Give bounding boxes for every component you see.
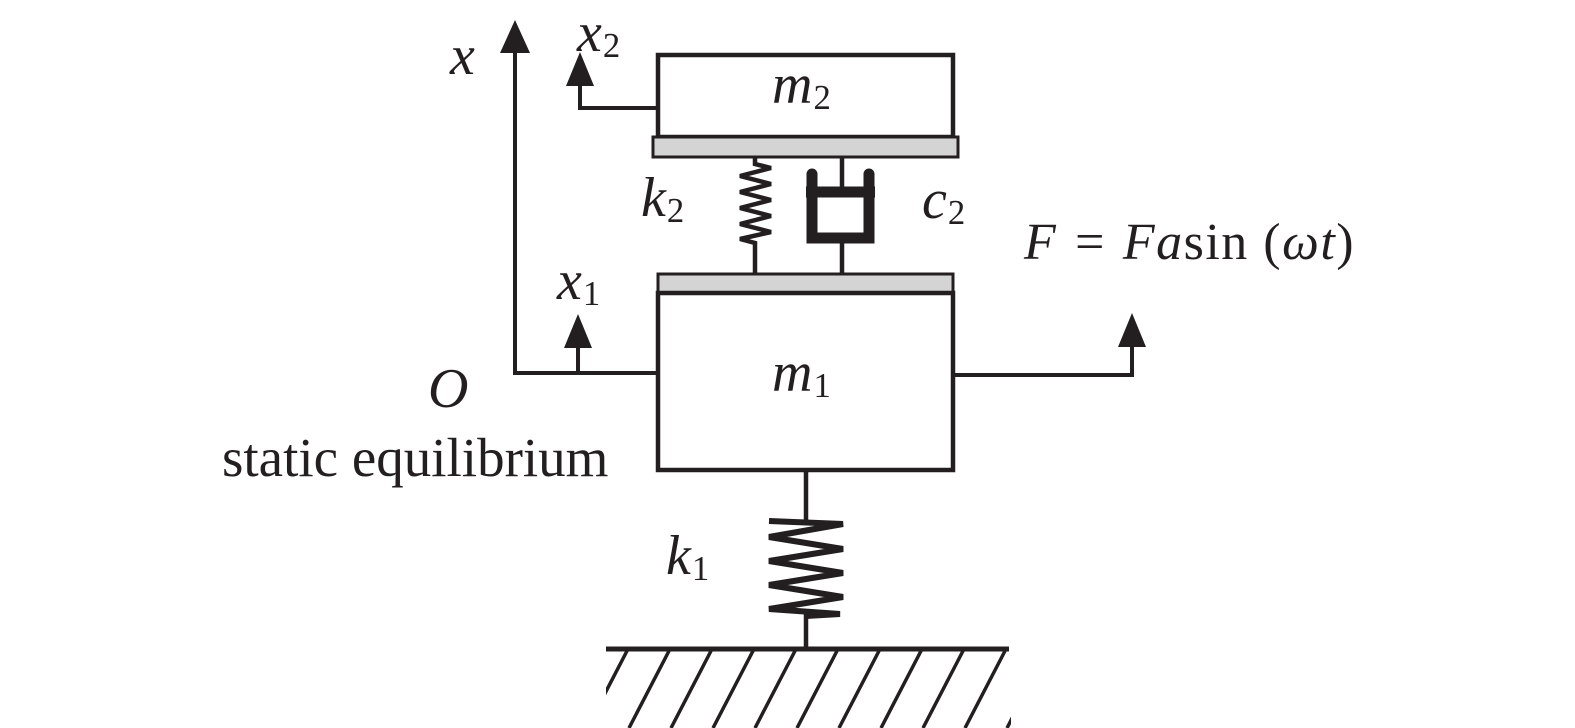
label-m2-base: m	[772, 54, 813, 116]
force-eq-part-italic-2: ωt	[1282, 214, 1337, 271]
force-arrow	[953, 313, 1146, 377]
label-c2: c2	[922, 172, 965, 231]
force-eq-part-roman-2: )	[1336, 214, 1356, 271]
spring-k2	[739, 157, 772, 274]
x1-arrowhead-icon	[564, 314, 592, 348]
label-origin: O	[428, 361, 468, 417]
label-k2: k2	[641, 170, 684, 229]
label-static-equilibrium-text: static equilibrium	[222, 427, 609, 488]
label-x2: x2	[577, 5, 620, 64]
x2-arrow-line	[578, 84, 658, 110]
ground-hatch	[606, 648, 1011, 728]
label-x1: x1	[557, 253, 600, 312]
label-m1: m1	[772, 345, 831, 404]
damper-c2	[806, 157, 875, 274]
mass-m2-block	[655, 52, 956, 140]
label-x1-sub: 1	[582, 274, 601, 314]
label-origin-base: O	[428, 358, 469, 420]
label-c2-base: c	[922, 169, 947, 231]
label-m2: m2	[772, 57, 831, 116]
label-m2-sub: 2	[813, 78, 831, 118]
label-x-axis: x	[450, 28, 475, 84]
spring-k1	[768, 470, 844, 649]
force-arrow-line	[953, 345, 1134, 377]
label-m1-base: m	[772, 342, 813, 404]
x-axis-arrowhead-icon	[500, 20, 530, 53]
mass-m1-plate	[656, 272, 955, 295]
x-axis	[500, 20, 658, 375]
label-k1: k1	[666, 528, 709, 587]
label-static-equilibrium: static equilibrium	[222, 430, 608, 485]
mass-m1-block	[655, 290, 956, 473]
x2-arrow	[566, 52, 658, 110]
ground-hatch-lines	[606, 648, 1011, 728]
x2-arrowhead-icon	[566, 52, 594, 86]
x1-arrow	[564, 314, 592, 373]
ground	[606, 646, 1011, 728]
spring-k1-coil	[768, 518, 844, 619]
label-x-axis-base: x	[450, 25, 475, 87]
x-axis-line	[513, 52, 658, 375]
damper-c2-cylinder	[806, 168, 875, 244]
label-k2-sub: 2	[666, 191, 685, 231]
label-x1-base: x	[557, 250, 582, 312]
label-k2-base: k	[641, 167, 666, 229]
label-c2-sub: 2	[947, 193, 966, 233]
label-m1-sub: 1	[813, 366, 831, 406]
force-eq-part-roman-1: sin (	[1183, 214, 1283, 271]
label-k1-sub: 1	[691, 549, 710, 589]
label-force-equation: F = Fasin (ωt)	[1024, 217, 1355, 269]
mass-m2-plate	[651, 135, 960, 159]
force-arrowhead-icon	[1118, 313, 1146, 347]
label-k1-base: k	[666, 525, 691, 587]
force-eq-part-italic-1: F = Fa	[1024, 214, 1184, 271]
label-x2-base: x	[577, 2, 602, 64]
label-x2-sub: 2	[602, 26, 621, 66]
